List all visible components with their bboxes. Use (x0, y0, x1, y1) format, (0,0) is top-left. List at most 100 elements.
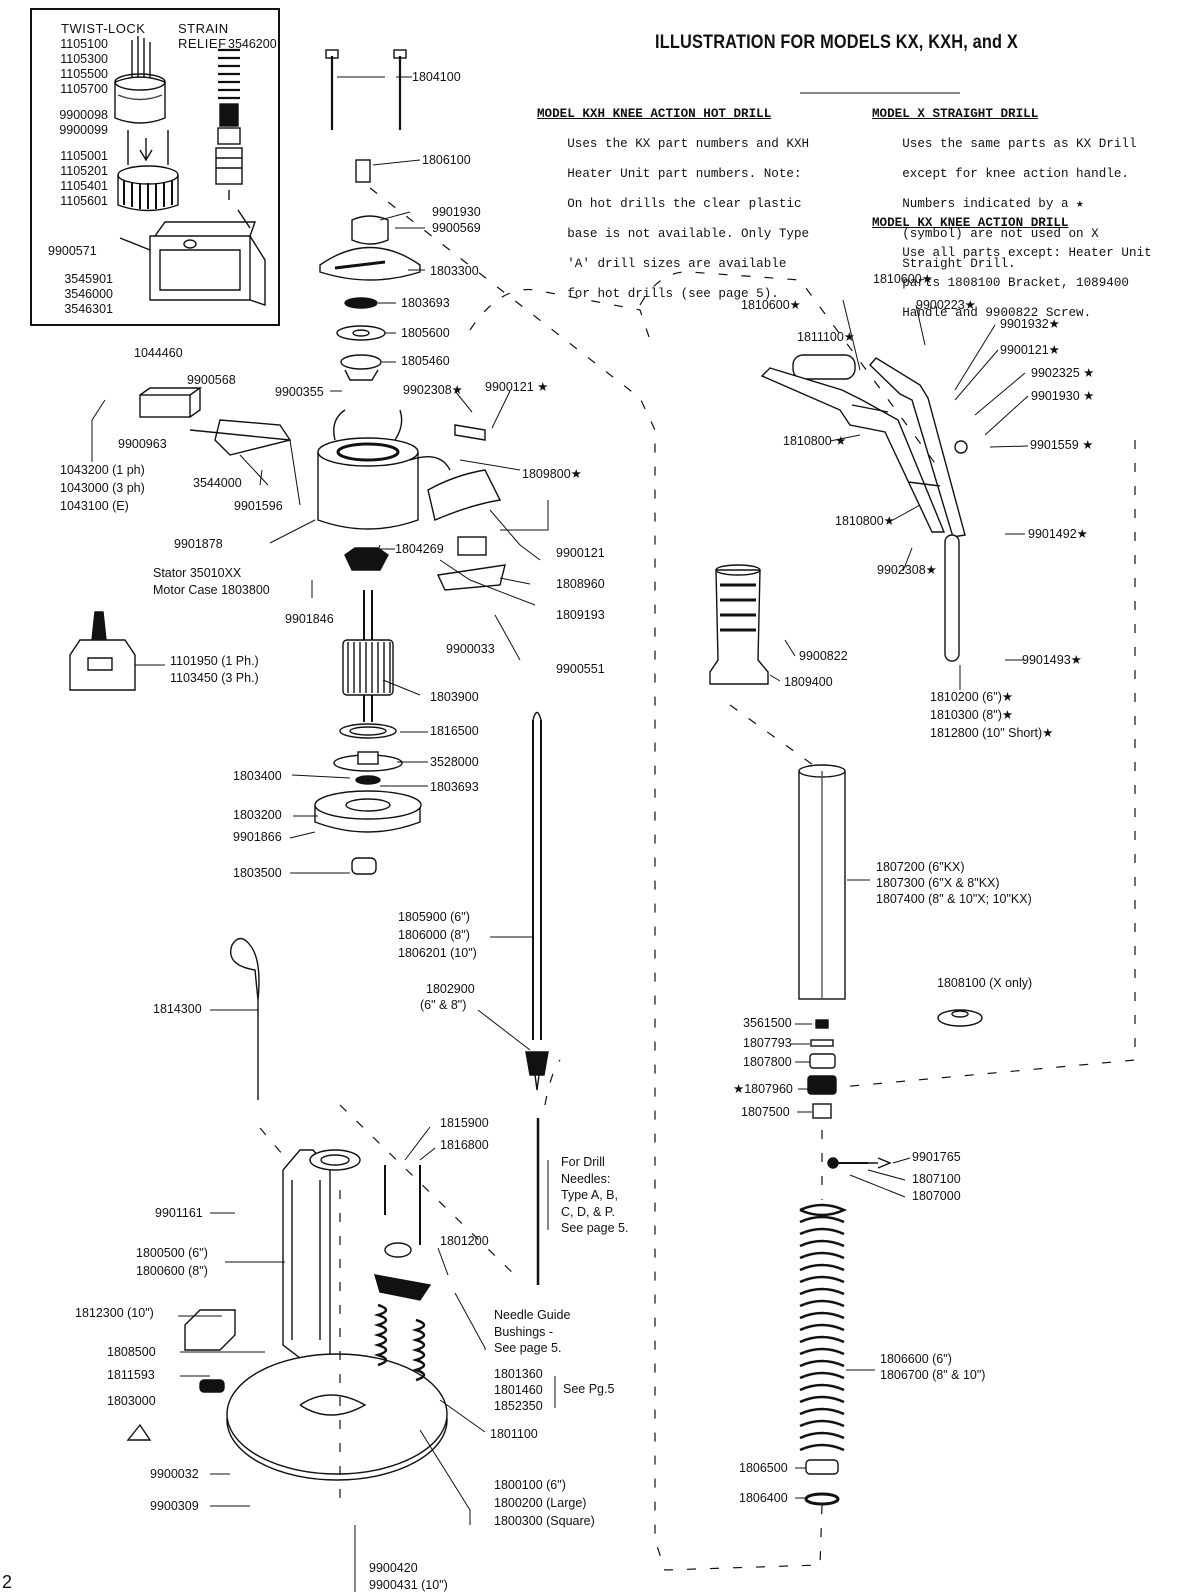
note-line: C, D, & P. (561, 1204, 615, 1219)
note-line: See page 5. (494, 1341, 562, 1355)
part-number: 1105601 (60, 194, 108, 208)
part-label-1103450: 1103450 (3 Ph.) (170, 671, 259, 685)
part-label-1803693: 1803693 (401, 296, 450, 310)
note-kxh: MODEL KXH KNEE ACTION HOT DRILL Uses the… (537, 77, 809, 317)
motor-case-drawing (317, 409, 451, 530)
knee-action-handle-drawing (760, 354, 968, 662)
part-label-1806500: 1806500 (739, 1461, 788, 1475)
part-label-1803400: 1803400 (233, 769, 282, 783)
part-label-9901866: 9901866 (233, 830, 282, 844)
note-x-heading: MODEL X STRAIGHT DRILL (872, 107, 1039, 121)
part-label-9900822: 9900822 (799, 649, 848, 663)
part-label-9902325: 9902325 ★ (1031, 366, 1095, 380)
part-number: 1105300 (60, 52, 108, 66)
part-label-1044460: 1044460 (134, 346, 183, 360)
part-label-1809400: 1809400 (784, 675, 833, 689)
part-label-9902308-right: 9902308★ (877, 563, 937, 577)
see-page5-label: See Pg.5 (563, 1382, 615, 1396)
part-label-1809193: 1809193 (556, 608, 605, 622)
part-number: 9900098 (59, 108, 108, 122)
note-kxh-line: On hot drills the clear plastic (567, 197, 802, 211)
part-label-1803300: 1803300 (430, 264, 479, 278)
twist-lock-heading: TWIST-LOCK (61, 21, 146, 36)
part-label-3528000: 3528000 (430, 755, 479, 769)
plug-bracket-drawing (119, 209, 266, 306)
part-label-1808960: 1808960 (556, 577, 605, 591)
part-number: 1852350 (494, 1399, 543, 1413)
base-plate-drawing (226, 1353, 448, 1481)
part-label-1806100: 1806100 (422, 153, 471, 167)
part-label-9900568: 9900568 (187, 373, 236, 387)
part-label-1803693-lower: 1803693 (430, 780, 479, 794)
part-label-1807000: 1807000 (912, 1189, 961, 1203)
plug-part-list: 1105001 1105201 1105401 1105601 (60, 149, 108, 209)
heater-block-drawing (126, 1309, 236, 1441)
twist-lock-plug-drawing (114, 36, 179, 212)
part-label-9901559: 9901559 ★ (1030, 438, 1094, 452)
part-label-1800200: 1800200 (Large) (494, 1496, 587, 1510)
part-label-1807300: 1807300 (6"X & 8"KX) (876, 876, 1000, 890)
part-number: 9900099 (59, 123, 108, 137)
part-label-9900121: 9900121 ★ (485, 380, 549, 394)
part-label-3561500: 3561500 (743, 1016, 792, 1030)
part-label-1807793: 1807793 (743, 1036, 792, 1050)
needle-guide-drawing (373, 1165, 432, 1382)
part-label-1802900: 1802900 (426, 982, 475, 996)
part-label-9901878: 9901878 (174, 537, 223, 551)
part-label-1806600: 1806600 (6") (880, 1352, 952, 1366)
part-label-9900569: 9900569 (432, 221, 481, 235)
page-title: ILLUSTRATION FOR MODELS KX, KXH, and X (655, 32, 1019, 53)
part-label-9901930: 9901930 (432, 205, 481, 219)
part-label-1801100: 1801100 (490, 1427, 538, 1441)
note-kx: MODEL KX KNEE ACTION DRILL Use all parts… (872, 186, 1152, 336)
part-label-9900420: 9900420 (369, 1561, 418, 1575)
part-label-1801200: 1801200 (440, 1234, 489, 1248)
note-kxh-heading: MODEL KXH KNEE ACTION HOT DRILL (537, 107, 772, 121)
leader-lines (91, 76, 1029, 1592)
part-number: 1105401 (60, 179, 108, 193)
part-label-9900032: 9900032 (150, 1467, 199, 1481)
part-label-9900309: 9900309 (150, 1499, 199, 1513)
note-kx-line: parts 1808100 Bracket, 1089400 (902, 276, 1129, 290)
part-label-1805460: 1805460 (401, 354, 450, 368)
note-kx-heading: MODEL KX KNEE ACTION DRILL (872, 216, 1069, 230)
note-kxh-line: Uses the KX part numbers and KXH (567, 137, 810, 151)
part-label-1809800: 1809800★ (522, 467, 582, 481)
twist-lock-part-list: 1105100 1105300 1105500 1105700 (60, 37, 108, 97)
part-label-9900121-lower: 9900121 (556, 546, 605, 560)
screw-part-list: 9900098 9900099 (59, 108, 108, 138)
part-label-9900033: 9900033 (446, 642, 495, 656)
column-collars-drawing (807, 1009, 983, 1119)
note-kx-line: Use all parts except: Heater Unit (902, 246, 1152, 260)
column-tube-drawing (798, 764, 846, 1000)
part-label-1811593: 1811593 (107, 1368, 155, 1382)
note-x-line: Uses the same parts as KX Drill (902, 137, 1137, 151)
page-number: 2 (2, 1572, 13, 1592)
long-screws-drawing (325, 49, 407, 130)
part-label-1043200: 1043200 (1 ph) (60, 463, 145, 477)
note-x-line: except for knee action handle. (902, 167, 1129, 181)
part-label-1800500: 1800500 (6") (136, 1246, 208, 1260)
part-label-1807960: ★1807960 (733, 1082, 793, 1096)
part-label-1807200: 1807200 (6"KX) (876, 860, 965, 874)
part-label-9901846: 9901846 (285, 612, 334, 626)
part-number: 1801460 (494, 1383, 543, 1397)
motor-top-cover-drawing (319, 159, 421, 281)
note-kxh-line: base is not available. Only Type (567, 227, 810, 241)
note-kxh-line: Heater Unit part numbers. Note: (567, 167, 802, 181)
part-label-9900121-right: 9900121★ (1000, 343, 1060, 357)
hot-drill-heater-drawing (427, 424, 502, 521)
part-label-1807400: 1807400 (8" & 10"X; 10"KX) (876, 892, 1032, 906)
drill-shaft-drawing (525, 711, 549, 1091)
part-label-9901932: 9901932★ (1000, 317, 1060, 331)
note-x-line: (symbol) are not used on X (902, 227, 1099, 241)
part-number: 1105001 (60, 149, 108, 163)
part-label-1806201: 1806201 (10") (398, 946, 477, 960)
part-label-1804100: 1804100 (412, 70, 461, 84)
part-label-1800300: 1800300 (Square) (494, 1514, 595, 1528)
part-label-9900571: 9900571 (48, 244, 97, 258)
part-label-1810800: 1810800 ★ (783, 434, 847, 448)
note-line: Needle Guide (494, 1308, 571, 1322)
